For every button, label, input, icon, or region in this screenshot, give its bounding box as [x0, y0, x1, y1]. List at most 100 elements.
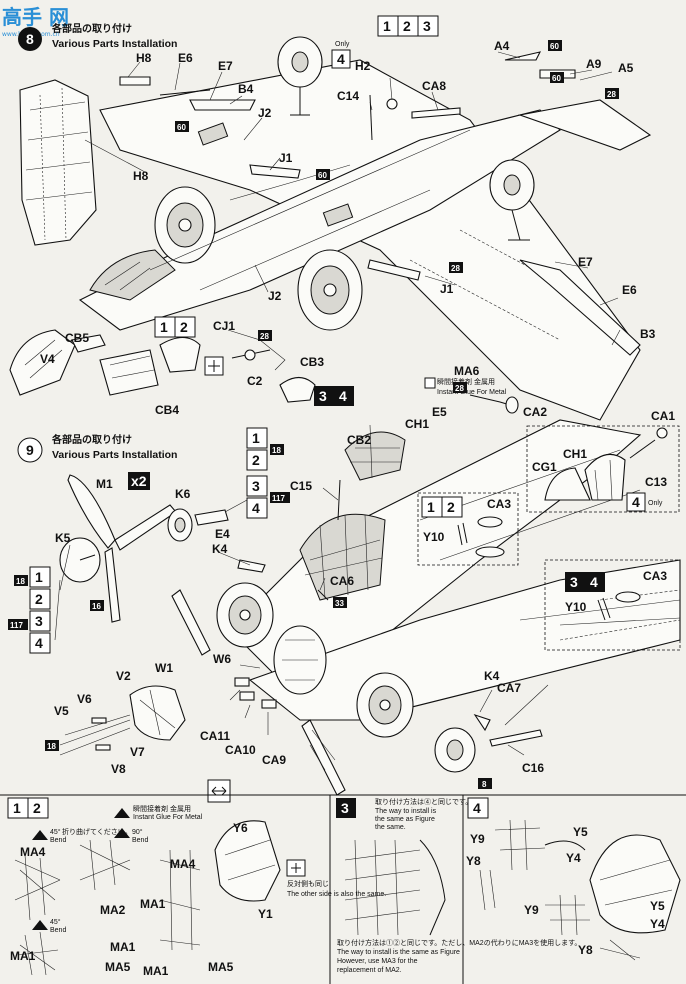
subpanel12-badge-1: 1 — [13, 800, 21, 816]
p3-bottom-en-1: The way to install is the same as Figure — [337, 949, 460, 956]
version-badge-cj1-1: 1 — [160, 319, 168, 335]
label-MA2: MA2 — [100, 903, 126, 917]
label-H8-left: H8 — [133, 169, 149, 183]
version-badge-top-2: 2 — [403, 18, 411, 34]
label-H8-top: H8 — [136, 51, 152, 65]
label-CB2: CB2 — [347, 433, 371, 447]
p3-bottom-jp: 取り付け方法は①②と同じです。ただし、MA2の代わりにMA3を使用します。 — [337, 938, 581, 947]
subpanel4-badge: 4 — [473, 800, 481, 816]
prop-version-left-1: 1 — [35, 569, 43, 585]
label-M1: M1 — [96, 477, 113, 491]
label-CA10: CA10 — [225, 743, 256, 757]
version-badge-y10a-2: 2 — [447, 499, 455, 515]
canopy-parts-row — [9, 329, 316, 403]
label-J2-top: J2 — [258, 106, 272, 120]
label-V4: V4 — [40, 352, 55, 366]
label-CB5: CB5 — [65, 331, 89, 345]
prop-version-column-left: 18 1 2 117 3 4 — [8, 566, 51, 654]
version-badge-y10a-1: 1 — [427, 499, 435, 515]
p3-bottom-en-2: However, use MA3 for the — [337, 958, 418, 965]
label-Y9-b: Y9 — [524, 903, 539, 917]
version-badge-top-1: 1 — [383, 18, 391, 34]
label-W1: W1 — [155, 661, 173, 675]
label-Y8-a: Y8 — [466, 854, 481, 868]
label-V6: V6 — [77, 692, 92, 706]
label-K6: K6 — [175, 487, 191, 501]
version-badge-cb3-3: 3 — [319, 388, 327, 404]
color-tag-28-b: 28 — [260, 332, 269, 341]
subpanel-versions-1-2: 1 2 45° 折り曲げてください。 Bend 瞬間接着剤 金属用 Instan… — [7, 797, 386, 976]
label-Y5-a: Y5 — [573, 825, 588, 839]
label-K4-right: K4 — [484, 669, 500, 683]
label-MA4-p12-a: MA4 — [20, 845, 46, 859]
label-W6: W6 — [213, 652, 231, 666]
spinner-assembly — [59, 685, 186, 756]
diagram-label: 18 — [16, 577, 25, 586]
label-MA1-p12-b: MA1 — [10, 949, 36, 963]
label-MA4-p12-b: MA4 — [170, 857, 196, 871]
prop-version-left-2: 2 — [35, 591, 43, 607]
label-MA5-p12-b: MA5 — [208, 960, 234, 974]
p3-note-en-3: the same. — [375, 824, 406, 831]
label-J1-bottom: J1 — [440, 282, 454, 296]
label-A5: A5 — [618, 61, 634, 75]
version-badge-y10b-3: 3 — [570, 574, 578, 590]
bend90-deg: 90° — [132, 828, 143, 836]
label-MA5-p12-a: MA5 — [105, 960, 131, 974]
label-MA1-p12-c: MA1 — [110, 940, 136, 954]
inset-y10-v12 — [417, 492, 519, 566]
color-tag-16: 16 — [92, 602, 101, 611]
prop-version-right-3: 3 — [252, 478, 260, 494]
label-CB3: CB3 — [300, 355, 324, 369]
color-tag-60-d: 60 — [318, 171, 327, 180]
glue-note-jp: 瞬間接着剤 金属用 — [437, 377, 495, 386]
bend45b-deg: 45° — [50, 918, 61, 926]
p3-bottom-en-3: replacement of MA2. — [337, 967, 402, 974]
bend45b-en: Bend — [50, 927, 66, 934]
only-label-inset: Only — [648, 500, 663, 507]
label-E6-right: E6 — [622, 283, 637, 297]
prop-version-right-4: 4 — [252, 500, 260, 516]
glue-icon — [424, 377, 436, 389]
p3-note-en-2: the same as Figure — [375, 816, 435, 823]
glue-note-p12-en: Instant Glue For Metal — [133, 814, 203, 821]
label-CA2: CA2 — [523, 405, 547, 419]
label-MA1-p12-d: MA1 — [143, 964, 169, 978]
label-CA11: CA11 — [200, 729, 230, 743]
label-E7-right: E7 — [578, 255, 593, 269]
aircraft-main-step8 — [78, 36, 652, 421]
label-CA6: CA6 — [330, 574, 354, 588]
only-label-top: Only — [335, 41, 350, 48]
label-E6-top: E6 — [178, 51, 193, 65]
glue-note-p12-jp: 瞬間接着剤 金属用 — [133, 804, 191, 813]
glue-note-en: Instant Glue For Metal — [437, 389, 507, 396]
step8-title-jp: 各部品の取り付け — [51, 22, 132, 35]
label-C13: C13 — [645, 475, 667, 489]
label-V5: V5 — [54, 704, 69, 718]
label-CA1: CA1 — [651, 409, 675, 423]
subpanel3-badge: 3 — [341, 800, 349, 816]
step8-number: 8 — [26, 31, 34, 47]
color-tag-60-a: 60 — [550, 42, 559, 51]
propeller-assembly-left — [54, 474, 229, 641]
label-V2: V2 — [116, 669, 131, 683]
prop-version-right-1: 1 — [252, 430, 260, 446]
version-badge-inset-only4: 4 — [632, 494, 640, 510]
version-badge-group-top: 1 2 3 — [377, 15, 439, 37]
p3-note-en-1: The way to install is — [375, 808, 437, 815]
label-V8: V8 — [111, 762, 126, 776]
inset-version4-canopy — [526, 425, 680, 513]
label-C2: C2 — [247, 374, 263, 388]
label-K4-left: K4 — [212, 542, 228, 556]
subpanel-version-3: 3 取り付け方法は④と同じです。 The way to install is t… — [336, 797, 581, 974]
inset-y10-v34 — [544, 559, 681, 651]
color-tag-33: 33 — [335, 599, 344, 608]
label-Y10-a: Y10 — [423, 530, 445, 544]
label-B4: B4 — [238, 82, 254, 96]
label-H2: H2 — [355, 59, 371, 73]
label-J2-bottom: J2 — [268, 289, 282, 303]
multiplier-x2: x2 — [131, 473, 147, 489]
label-K5: K5 — [55, 531, 71, 545]
